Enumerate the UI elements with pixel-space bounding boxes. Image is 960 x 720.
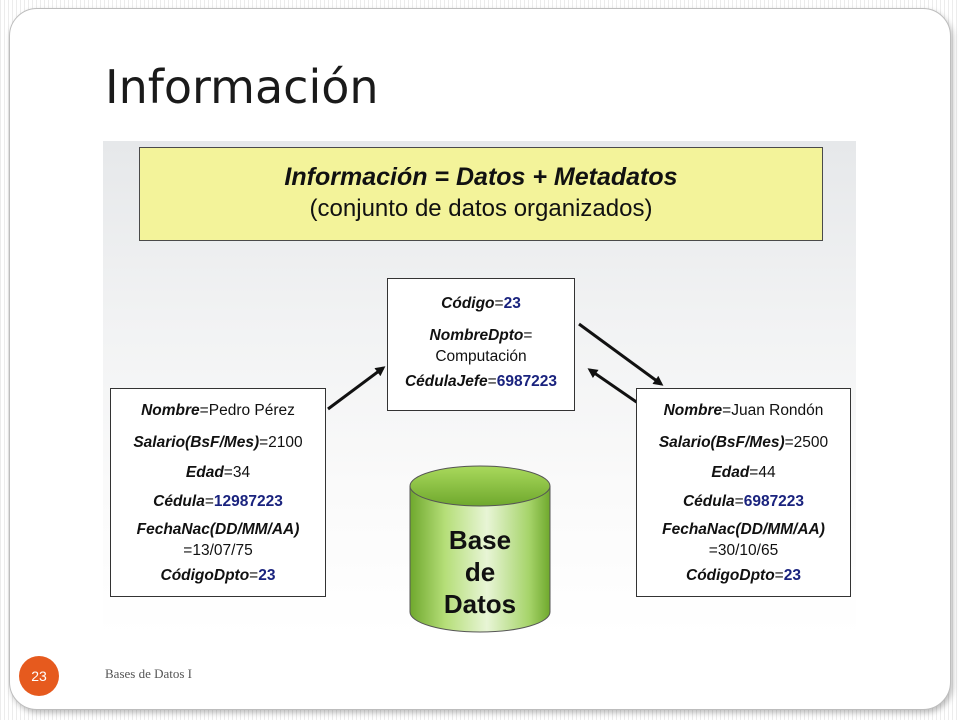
left-edad: Edad=34	[185, 464, 251, 481]
dept-nombre-value: Computación	[435, 348, 527, 365]
right-edad: Edad=44	[711, 464, 776, 481]
right-cedula: Cédula=6987223	[682, 493, 805, 510]
database-label: Base de Datos	[443, 525, 517, 619]
employee-box-left: Nombre=Pedro Pérez Salario(BsF/Mes)=2100…	[110, 388, 326, 597]
slide-title: Información	[105, 60, 379, 114]
banner-subtitle: (conjunto de datos organizados)	[309, 195, 653, 222]
right-fechanac: FechaNac(DD/MM/AA)	[662, 521, 825, 538]
left-fechanac: FechaNac(DD/MM/AA)	[136, 521, 300, 538]
dept-codigo: Código=23	[441, 295, 521, 312]
diagram-image: Información = Datos + Metadatos (conjunt…	[103, 141, 856, 637]
right-salario: Salario(BsF/Mes)=2500	[658, 434, 829, 451]
left-codigodpto: CódigoDpto=23	[160, 567, 276, 584]
left-fechanac-value: =13/07/75	[183, 542, 253, 559]
arrows	[327, 322, 664, 633]
left-nombre: Nombre=Pedro Pérez	[141, 402, 295, 419]
definition-banner: Información = Datos + Metadatos (conjunt…	[139, 147, 823, 241]
database-label-area: Base de Datos	[408, 464, 552, 634]
dept-cedula: CédulaJefe=6987223	[404, 373, 558, 390]
banner-formula: Información = Datos + Metadatos	[284, 163, 678, 191]
page-number-badge: 23	[19, 656, 59, 696]
right-codigodpto: CódigoDpto=23	[686, 567, 801, 584]
left-cedula: Cédula=12987223	[153, 493, 283, 510]
department-box: Código=23 NombreDpto= Computación Cédula…	[387, 278, 575, 411]
arrow-left-to-dept	[327, 366, 386, 411]
employee-box-right: Nombre=Juan Rondón Salario(BsF/Mes)=2500…	[636, 388, 851, 597]
right-nombre: Nombre=Juan Rondón	[663, 402, 824, 419]
left-salario: Salario(BsF/Mes)=2100	[133, 434, 303, 451]
dept-nombre: NombreDpto=	[429, 327, 533, 344]
database-cylinder	[409, 465, 551, 633]
right-fechanac-value: =30/10/65	[708, 542, 779, 559]
slide-footer: Bases de Datos I	[105, 666, 193, 681]
arrow-dept-to-right	[578, 322, 664, 386]
